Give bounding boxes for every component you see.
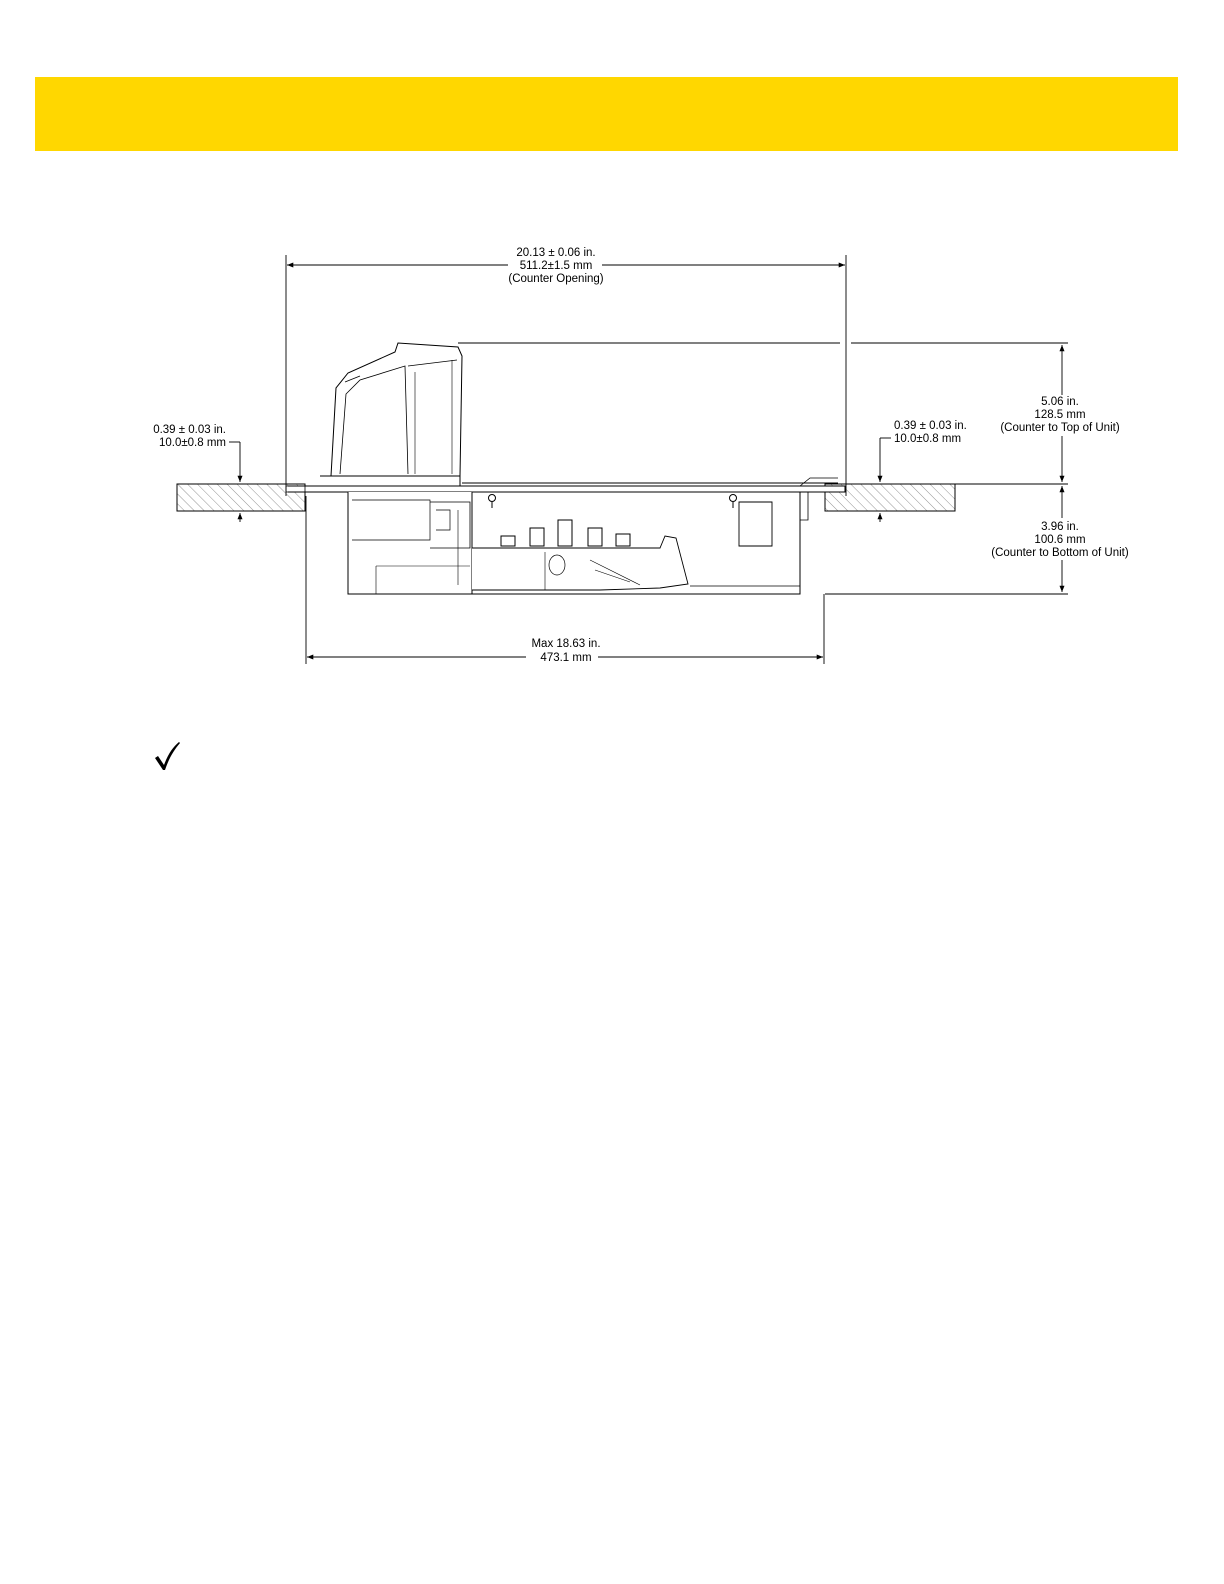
top-of-unit-text-3: (Counter to Top of Unit): [1000, 422, 1119, 434]
max-width-dimension: Max 18.63 in. 473.1 mm: [307, 638, 823, 664]
top-of-unit-text-1: 5.06 in.: [1041, 396, 1079, 408]
bottom-of-unit-text-3: (Counter to Bottom of Unit): [991, 547, 1129, 559]
bottom-of-unit-text-1: 3.96 in.: [1041, 521, 1079, 533]
bottom-of-unit-text-2: 100.6 mm: [1034, 534, 1085, 546]
left-thickness-text-2: 10.0±0.8 mm: [159, 437, 226, 449]
counter-opening-text-1: 20.13 ± 0.06 in.: [516, 247, 595, 259]
max-width-text-1: Max 18.63 in.: [531, 638, 600, 650]
left-thickness-text-1: 0.39 ± 0.03 in.: [153, 424, 226, 436]
max-width-text-2: 473.1 mm: [540, 652, 591, 664]
right-thickness-text-2: 10.0±0.8 mm: [894, 433, 961, 445]
right-thickness-text-1: 0.39 ± 0.03 in.: [894, 420, 967, 432]
counter-opening-text-2: 511.2±1.5 mm: [520, 260, 593, 272]
top-of-unit-text-2: 128.5 mm: [1034, 409, 1085, 421]
bottom-of-unit-dimension: 3.96 in. 100.6 mm (Counter to Bottom of …: [991, 486, 1129, 592]
counter-opening-dimension: 20.13 ± 0.06 in. 511.2±1.5 mm (Counter O…: [287, 247, 845, 285]
checkmark-icon: [152, 740, 182, 772]
top-of-unit-dimension: 5.06 in. 128.5 mm (Counter to Top of Uni…: [1000, 345, 1119, 482]
counter-opening-text-3: (Counter Opening): [508, 273, 603, 285]
scanner-unit: [288, 343, 845, 594]
